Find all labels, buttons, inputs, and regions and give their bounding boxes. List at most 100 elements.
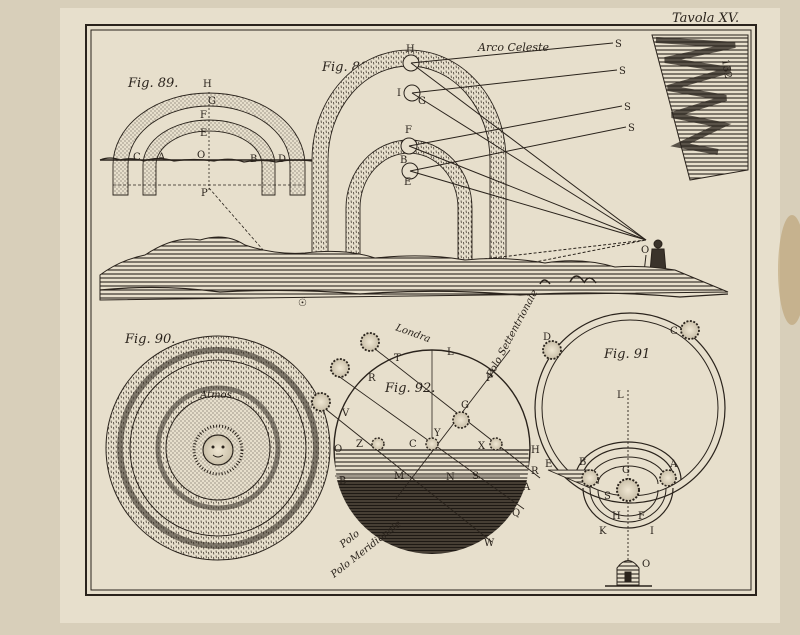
fig89-H: H [203,79,212,90]
page-number: 132 [719,59,733,80]
fig92-line-2 [329,369,525,510]
fig92-T: T [394,353,401,364]
fig92-sun-3 [311,392,331,412]
fig92-sun-4 [452,411,470,429]
fig91-sun-center [616,478,640,502]
fig92-R1: R [368,373,376,384]
fig92-H: H [531,445,540,456]
fig91-caption: Fig. 91 [603,347,650,362]
fig91-sun-C [680,320,700,340]
fig92-line-3 [369,344,541,479]
fig88-S2: S [619,66,626,77]
fig91-A: A [669,459,678,470]
fig92-earth-shade-dark [337,480,527,554]
fig88-G: G [418,96,426,107]
fig91-S: S [604,491,611,502]
fig91-O: O [642,559,650,570]
landscape [99,236,729,301]
fig92-line-4 [394,349,511,501]
fig90-ring-1 [117,347,319,549]
fig92-sun-1 [360,332,380,352]
fig91-sun-D [542,340,562,360]
fig89-O: O [197,150,205,161]
fig89-G: G [208,96,216,107]
plate-title: Tavola XV. [672,11,739,26]
fig92-L: L [447,347,454,358]
fig92-A: A [522,482,531,493]
fig92-P: P [486,373,493,384]
fig89-F: F [200,110,207,121]
fig92-Z: Z [356,439,363,450]
fig89-E: E [200,128,207,139]
fig89-D: D [278,154,286,165]
fig90-caption: Fig. 90. [124,332,175,347]
fig91-G: G [622,465,630,476]
fig92-sun-7 [489,437,503,451]
fig89-inner-bow [142,119,276,196]
fig92-O: O [334,444,342,455]
fig88-arc-label: Arco Celeste [477,41,550,54]
fig88-F: F [405,125,412,136]
fig92-sun-6 [425,437,439,451]
fig89-ground [99,157,319,163]
fig88-I: I [397,88,401,99]
fig88-O: O [641,245,649,256]
fig92-V: V [341,408,350,419]
cloud-wedge: 132 [651,34,749,181]
fig92-Y: Y [433,428,441,439]
fig92-sun-5 [371,437,385,451]
fig88-H: H [406,44,415,55]
fig92-earth-shade-mid [335,450,529,480]
paper-stain [778,215,800,325]
fig92-G: G [461,400,469,411]
fig88-S1: S [615,39,622,50]
fig92-X: X [478,441,486,452]
fig90-ring-2 [155,385,281,511]
fig92-suns [311,332,503,451]
fig91-K: K [599,526,607,537]
fig90-atmos-label: Atmos. [199,390,235,401]
fig89-C: C [133,152,141,163]
fig91-L: L [617,390,624,401]
fig91-outer-circle-1 [534,312,726,504]
fig91-observatory [605,560,652,587]
fig91-H: H [612,511,621,522]
fig92-N: N [446,472,455,483]
fig91-I: I [650,526,654,537]
fig91-sun-A [659,469,677,487]
fig92-C: C [409,439,417,450]
fig92-B: B [339,476,346,487]
fig88-outer-bow [311,49,507,273]
fig91-halo [574,441,682,529]
fig89-A: A [157,152,166,163]
fig-89: Fig. 89. H G F E C A O B D P ☉ [99,76,319,309]
fig89-P: P [201,188,208,199]
fig89-caption: Fig. 89. [127,76,178,91]
fig88-B: B [400,155,407,166]
fig90-sun [192,424,244,476]
fig92-S: S [472,471,479,482]
fig92-R2: R [531,466,539,477]
fig91-C: C [670,326,678,337]
plate-border-outer [85,24,757,596]
fig91-F: F [638,511,645,522]
fig91-sun-B [581,469,599,487]
fig-91: Fig. 91 D C L E B G A S H F K I O [534,312,726,587]
fig-90: Fig. 90. Atmos. [105,332,331,561]
fig92-line-1 [317,402,493,543]
fig92-sun-2 [330,358,350,378]
fig-92: Fig. 92. Londra Polo Settentrionale Polo… [311,288,541,581]
fig89-eye: ☉ [298,298,307,309]
fig91-E: E [545,459,552,470]
fig88-S4: S [628,123,635,134]
fig92-Q: Q [512,508,520,519]
fig92-W: W [484,538,495,549]
plate-border-inner [90,29,752,591]
fig92-M: M [394,471,404,482]
fig91-B: B [579,457,586,468]
fig92-caption: Fig. 92. [384,381,435,396]
fig91-D: D [543,332,551,343]
fig89-B: B [250,154,257,165]
fig89-outer-bow [112,92,306,196]
